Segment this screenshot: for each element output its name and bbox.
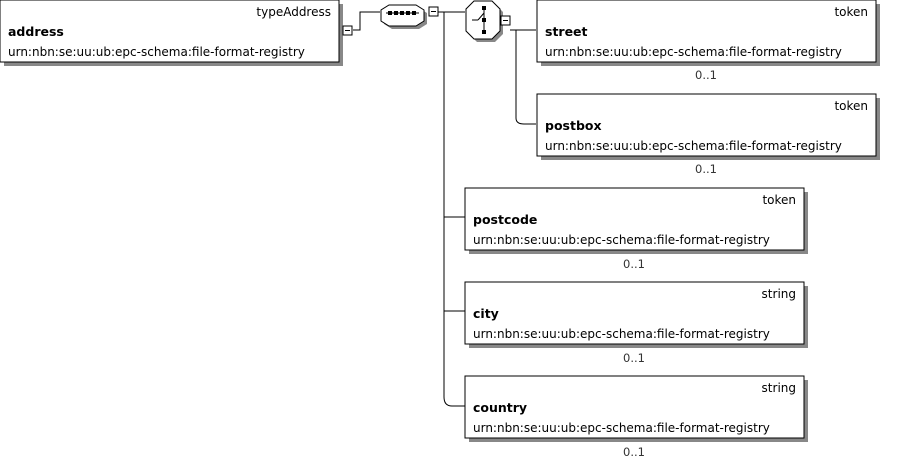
element-namespace-label: urn:nbn:se:uu:ub:epc-schema:file-format-… [473,233,770,247]
element-country[interactable]: string country urn:nbn:se:uu:ub:epc-sche… [464,375,808,459]
collapse-icon[interactable] [500,15,511,26]
sequence-icon[interactable] [380,4,427,29]
element-name-label: street [545,24,588,39]
element-type-label: token [762,193,796,207]
element-address[interactable]: typeAddress address urn:nbn:se:uu:ub:epc… [0,0,343,66]
collapse-icon[interactable] [428,6,439,17]
element-type-label: typeAddress [256,5,331,19]
element-postbox[interactable]: token postbox urn:nbn:se:uu:ub:epc-schem… [536,93,880,176]
element-city[interactable]: string city urn:nbn:se:uu:ub:epc-schema:… [464,281,808,365]
cardinality-label: 0..1 [623,445,645,459]
choice-icon[interactable] [465,0,503,42]
collapse-icon[interactable] [342,25,353,36]
element-name-label: address [8,24,64,39]
element-type-label: string [762,381,796,395]
element-name-label: country [473,400,527,415]
element-namespace-label: urn:nbn:se:uu:ub:epc-schema:file-format-… [545,139,842,153]
element-namespace-label: urn:nbn:se:uu:ub:epc-schema:file-format-… [545,45,842,59]
element-name-label: postcode [473,212,537,227]
connector-lines [353,11,536,407]
element-type-label: string [762,287,796,301]
cardinality-label: 0..1 [695,68,717,82]
cardinality-label: 0..1 [695,162,717,176]
element-namespace-label: urn:nbn:se:uu:ub:epc-schema:file-format-… [473,421,770,435]
element-name-label: postbox [545,118,602,133]
element-postcode[interactable]: token postcode urn:nbn:se:uu:ub:epc-sche… [464,187,808,271]
element-namespace-label: urn:nbn:se:uu:ub:epc-schema:file-format-… [473,327,770,341]
element-type-label: token [834,5,868,19]
element-namespace-label: urn:nbn:se:uu:ub:epc-schema:file-format-… [8,45,305,59]
element-street[interactable]: token street urn:nbn:se:uu:ub:epc-schema… [536,0,880,82]
element-type-label: token [834,99,868,113]
element-name-label: city [473,306,499,321]
cardinality-label: 0..1 [623,257,645,271]
cardinality-label: 0..1 [623,351,645,365]
